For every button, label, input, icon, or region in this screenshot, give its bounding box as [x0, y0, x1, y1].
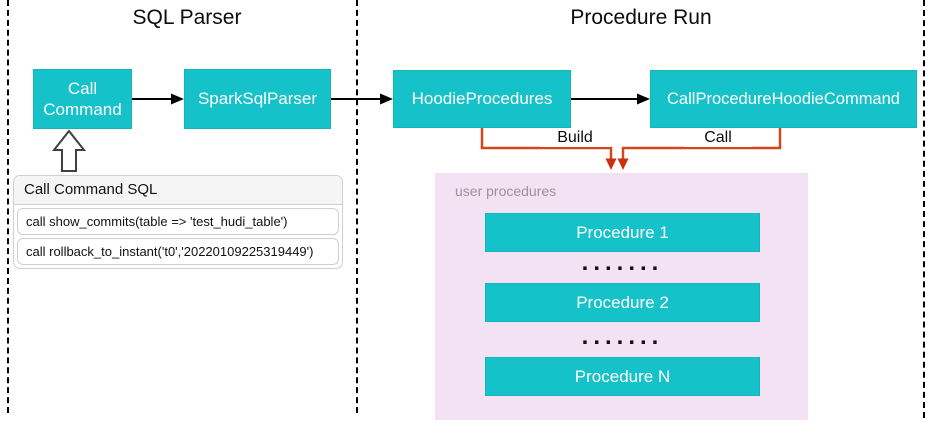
node-procedure-2: Procedure 2: [485, 283, 760, 322]
node-procedure-n: Procedure N: [485, 357, 760, 396]
node-call-command: Call Command: [33, 69, 132, 129]
sql-list-header: Call Command SQL: [14, 176, 342, 205]
lane-divider-left: [7, 0, 9, 413]
section-title-sql-parser: SQL Parser: [132, 6, 242, 29]
node-hoodie-procedures: HoodieProcedures: [393, 70, 571, 128]
section-title-procedure-run: Procedure Run: [570, 6, 712, 29]
lane-divider-right: [923, 0, 925, 418]
sql-row-rollback-to-instant: call rollback_to_instant('t0','202201092…: [17, 238, 339, 265]
hollow-up-arrow: [51, 129, 87, 172]
procedures-ellipsis-2: .......: [581, 323, 664, 350]
build-edge-label: Build: [540, 129, 610, 147]
user-procedures-label: user procedures: [455, 183, 557, 199]
procedures-ellipsis-1: .......: [581, 249, 664, 276]
user-procedures-container: user procedures Procedure 1 ....... Proc…: [435, 173, 808, 420]
node-procedure-1: Procedure 1: [485, 213, 760, 252]
arrow-sparksqlparser-to-hoodieprocedures: [331, 93, 393, 105]
call-command-sql-list: Call Command SQL call show_commits(table…: [13, 175, 343, 269]
arrow-callcommand-to-sparksqlparser: [132, 93, 184, 105]
node-spark-sql-parser: SparkSqlParser: [184, 69, 331, 129]
sql-row-show-commits: call show_commits(table => 'test_hudi_ta…: [17, 208, 339, 235]
call-edge-label: Call: [684, 129, 752, 147]
arrow-hoodieprocedures-to-callprocedurehoodiecommand: [571, 93, 650, 105]
lane-divider-middle: [356, 0, 358, 413]
node-call-procedure-hoodie-command: CallProcedureHoodieCommand: [650, 70, 917, 128]
